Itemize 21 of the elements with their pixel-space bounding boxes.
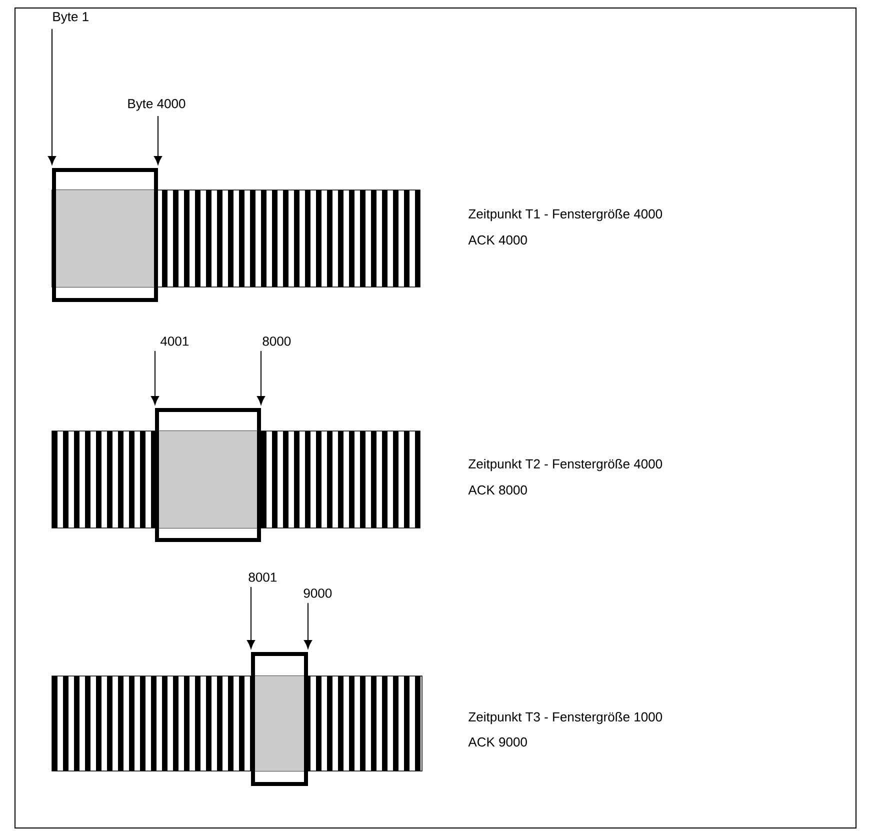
- caption-text: ACK 9000: [468, 737, 527, 747]
- window-frame: [52, 168, 158, 302]
- caption-text: ACK 4000: [468, 235, 527, 245]
- arrow: [304, 602, 312, 649]
- window-frame: [155, 408, 261, 542]
- caption-text: ACK 8000: [468, 485, 527, 495]
- caption-text: Zeitpunkt T1 - Fenstergröße 4000: [468, 208, 662, 222]
- byte-label: 8000: [262, 336, 291, 346]
- arrow: [150, 350, 160, 405]
- byte-label: 4001: [160, 336, 188, 346]
- byte-label: 9000: [304, 588, 332, 598]
- arrow: [256, 350, 266, 405]
- caption-text: Zeitpunkt T3 - Fenstergröße 1000: [468, 712, 662, 724]
- byte-label: Byte 1: [53, 12, 88, 24]
- byte-label: 8001: [248, 572, 276, 582]
- arrow: [154, 116, 162, 165]
- caption-text: Zeitpunkt T2 - Fenstergröße 4000: [468, 458, 662, 472]
- window-frame: [251, 652, 308, 786]
- arrow: [246, 586, 256, 649]
- arrow: [48, 28, 56, 165]
- byte-label: Byte 4000: [128, 99, 186, 111]
